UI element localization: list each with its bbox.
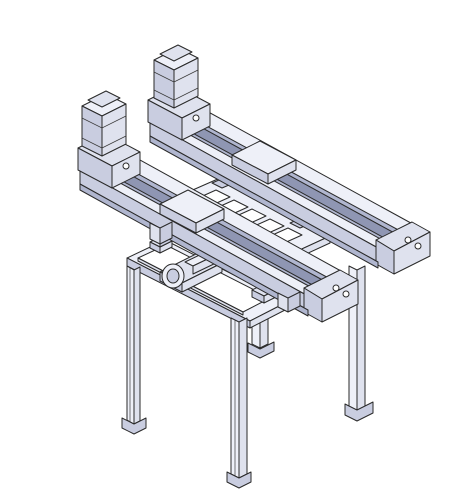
rail-bracket-left [149,221,173,245]
frame-leg-front-right [226,317,252,489]
frame-leg-back-mid [247,317,275,359]
servo-motor-back [153,44,199,109]
servo-motor-front [81,90,127,157]
frame-leg-front-left [121,265,147,435]
linear-actuator-rail-front [77,133,359,323]
rail-bracket-right [277,291,301,313]
linear-actuator-rail-back [147,85,431,275]
